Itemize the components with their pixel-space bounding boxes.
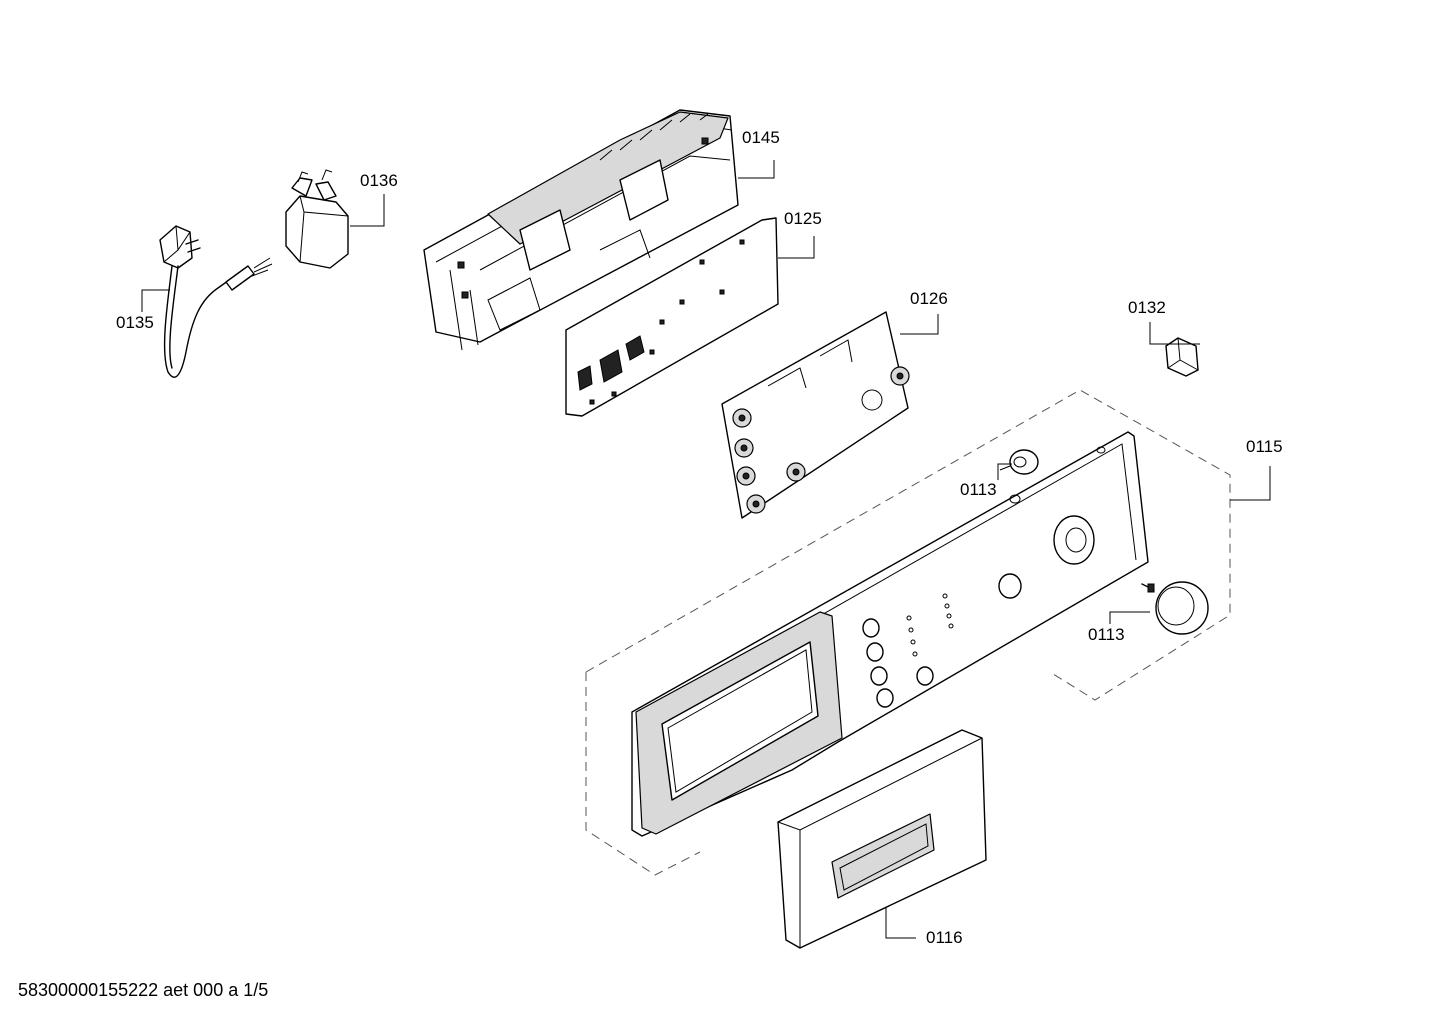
label-0113-top: 0113 <box>960 480 997 499</box>
label-0145: 0145 <box>742 128 780 147</box>
label-0116: 0116 <box>926 928 963 947</box>
main-pcb-part <box>565 217 779 417</box>
led-indicators <box>906 593 954 657</box>
fascia-panel-part <box>631 431 1149 837</box>
label-0115: 0115 <box>1246 437 1283 456</box>
rotary-encoders <box>732 366 910 514</box>
leader-lines <box>141 160 1271 939</box>
document-id: 58300000155222 aet 000 a 1/5 <box>18 980 269 1000</box>
label-0126: 0126 <box>910 289 948 308</box>
display-pcb-part <box>721 311 910 519</box>
selector-knob-part <box>1141 581 1209 635</box>
drawer-handle-part <box>777 729 987 949</box>
part-labels: 0145 0136 0125 0135 0126 0132 0115 0113 … <box>116 128 1283 947</box>
power-cable-part <box>159 225 273 378</box>
label-0136: 0136 <box>360 171 398 190</box>
fascia-buttons <box>862 618 934 708</box>
small-knob-part <box>999 449 1039 475</box>
suppressor-capacitor-part <box>285 169 349 269</box>
control-housing-part <box>423 109 739 351</box>
assembly-outline-0115 <box>585 389 1231 876</box>
label-0132: 0132 <box>1128 298 1166 317</box>
clip-part <box>1165 337 1199 377</box>
label-0125: 0125 <box>784 209 822 228</box>
pcb-components <box>589 239 745 405</box>
label-0135: 0135 <box>116 313 154 332</box>
label-0113-right: 0113 <box>1088 625 1125 644</box>
